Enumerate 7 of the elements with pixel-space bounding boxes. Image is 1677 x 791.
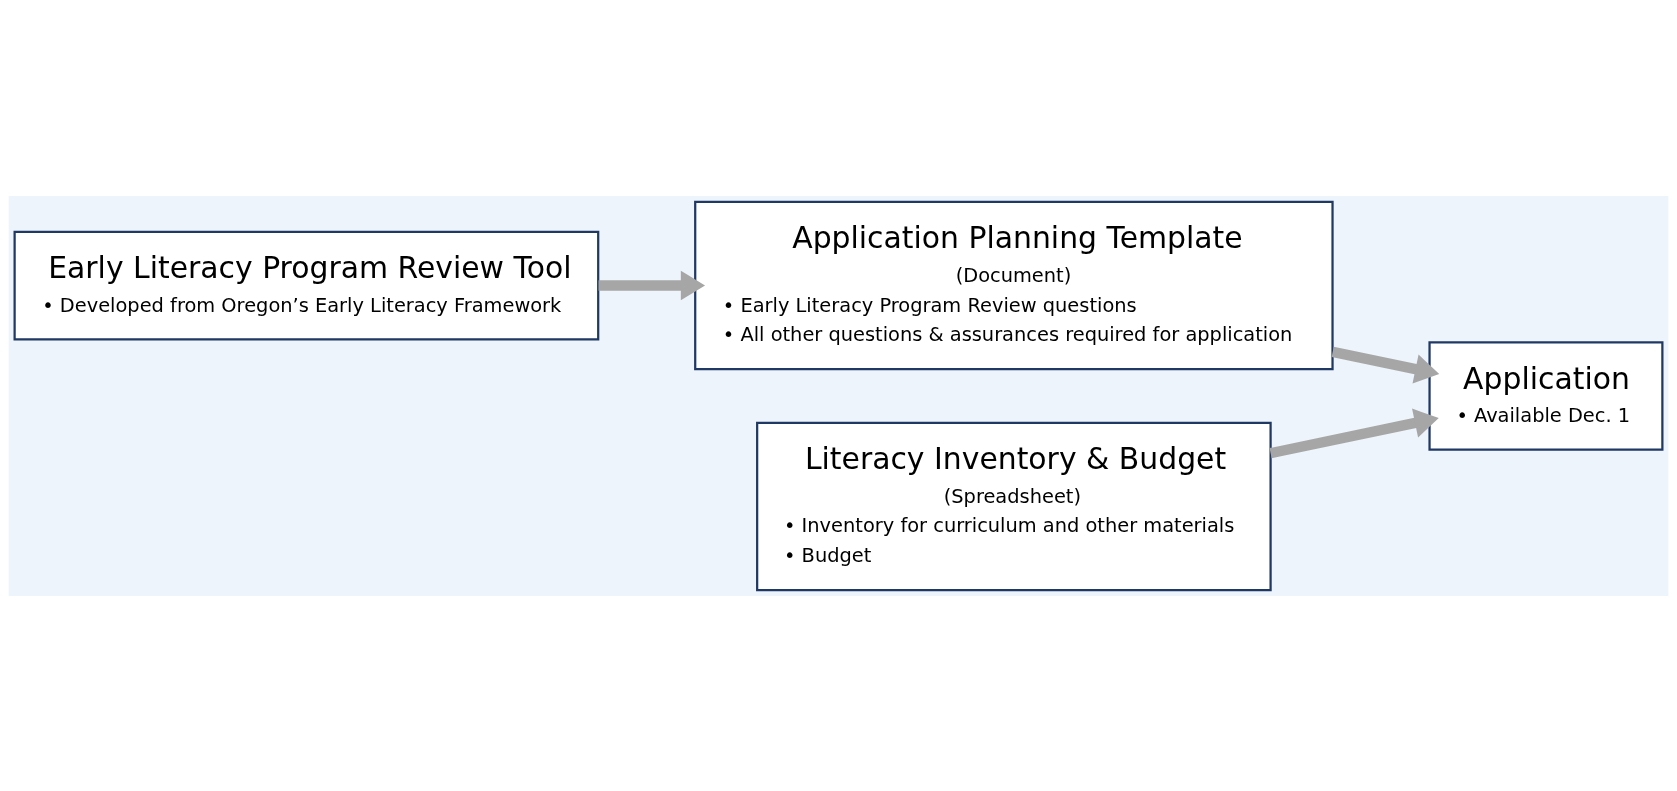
node-box: Application Planning Template (Document) • Early Literacy Program Review questions • All other questions & assurances required for application bbox=[694, 200, 1334, 370]
arrow bbox=[598, 270, 705, 300]
node-box: Application • Available Dec. 1 bbox=[1428, 340, 1664, 451]
node-box: Literacy Inventory & Budget (Spreadsheet) • Inventory for curriculum and other materials • Budget bbox=[756, 421, 1272, 591]
arrow bbox=[1269, 408, 1439, 458]
arrow bbox=[1331, 346, 1440, 384]
node-box: Early Literacy Program Review Tool • Developed from Oregon’s Early Literacy Framework bbox=[13, 230, 600, 340]
